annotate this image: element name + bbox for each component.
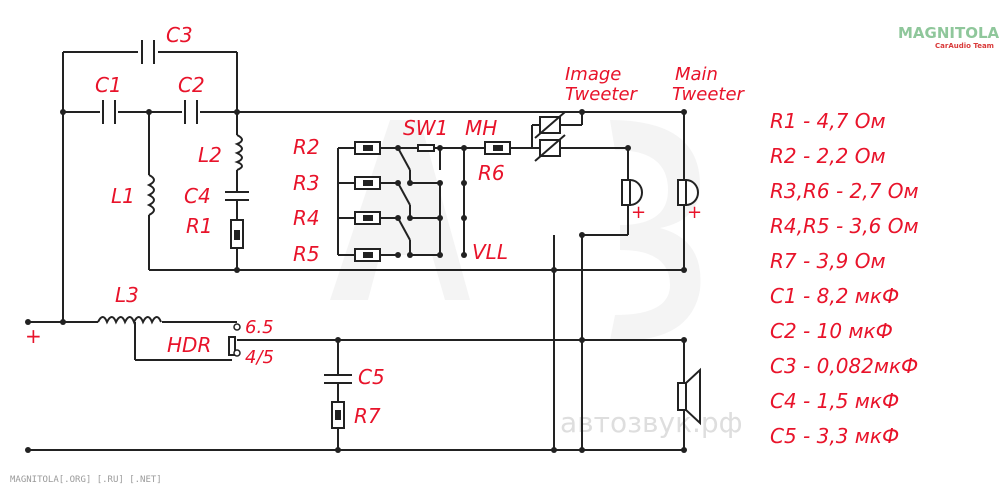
capacitor-c5: [324, 374, 352, 384]
resistor-r2: [354, 141, 381, 155]
inductor-l1: [146, 174, 155, 216]
wires: [28, 51, 685, 451]
label-r1: R1: [186, 214, 213, 238]
capacitor-c2: [184, 100, 198, 124]
capacitor-c3: [141, 40, 155, 64]
label-main-tweeter-1: Main: [675, 64, 718, 85]
label-main-tweeter-2: Tweeter: [672, 84, 746, 105]
image-tweeter-icon: [621, 178, 643, 207]
capacitor-c1: [102, 100, 116, 124]
component-labels: C3 C1 C2 L2 L1 C4 R1 R2 R3 R4 R5 SW1 MH …: [25, 23, 746, 428]
label-c4: C4: [184, 184, 211, 208]
value-line: R1 - 4,7 Ом: [770, 109, 886, 133]
value-line: C1 - 8,2 мкФ: [770, 284, 899, 308]
label-r4: R4: [293, 206, 320, 230]
label-plus-image-tweeter: +: [631, 202, 646, 223]
label-mh: MH: [465, 116, 497, 140]
svg-text:MAGNITOLA: MAGNITOLA: [898, 24, 1000, 42]
resistor-r6: [484, 141, 511, 155]
component-values: R1 - 4,7 Ом R2 - 2,2 Ом R3,R6 - 2,7 Ом R…: [770, 109, 919, 448]
switch-sw1: [417, 144, 435, 152]
svg-text:CarAudio Team: CarAudio Team: [935, 42, 994, 50]
value-line: R7 - 3,9 Ом: [770, 249, 886, 273]
label-image-tweeter-2: Tweeter: [565, 84, 639, 105]
resistor-r3: [354, 176, 381, 190]
ptc-image-tweeter: [534, 111, 566, 139]
label-sw1: SW1: [403, 116, 448, 140]
label-r6: R6: [478, 161, 505, 185]
label-c5: C5: [358, 365, 385, 389]
value-line: R4,R5 - 3,6 Ом: [770, 214, 919, 238]
value-line: R3,R6 - 2,7 Ом: [770, 179, 919, 203]
label-hdr-bot: 4/5: [245, 347, 274, 368]
value-line: C3 - 0,082мкФ: [770, 354, 918, 378]
value-line: C2 - 10 мкФ: [770, 319, 893, 343]
label-r3: R3: [293, 171, 320, 195]
label-plus-main-tweeter: +: [687, 202, 702, 223]
label-hdr-top: 6.5: [245, 317, 274, 338]
label-c3: C3: [166, 23, 193, 47]
inductor-l2: [234, 134, 243, 171]
value-line: C4 - 1,5 мкФ: [770, 389, 899, 413]
value-line: C5 - 3,3 мкФ: [770, 424, 899, 448]
main-tweeter-icon: [677, 178, 699, 207]
label-c1: C1: [95, 73, 122, 97]
footer-text: MAGNITOLA[.ORG] [.RU] [.NET]: [10, 475, 162, 485]
watermark-site: автозвук.рф: [560, 406, 743, 439]
label-l3: L3: [115, 283, 139, 307]
resistor-r5: [354, 248, 381, 262]
resistor-r7: [331, 401, 345, 429]
label-r7: R7: [354, 404, 381, 428]
value-line: R2 - 2,2 Ом: [770, 144, 886, 168]
capacitor-c4: [225, 191, 249, 201]
label-c2: C2: [178, 73, 205, 97]
label-image-tweeter-1: Image: [565, 64, 621, 85]
junction-dots: [25, 109, 687, 453]
logo: MAGNITOLA CarAudio Team: [898, 24, 1000, 50]
resistor-r1: [230, 219, 244, 249]
woofer-icon: [677, 367, 701, 426]
label-vll: VLL: [472, 240, 508, 264]
resistor-r4: [354, 211, 381, 225]
inductor-l3: [97, 316, 162, 325]
ptc-main-tweeter: [534, 134, 566, 162]
label-plus-input: +: [25, 324, 42, 348]
label-hdr: HDR: [167, 333, 211, 357]
label-l1: L1: [111, 184, 135, 208]
label-r2: R2: [293, 135, 320, 159]
label-r5: R5: [293, 242, 320, 266]
label-l2: L2: [198, 143, 222, 167]
hdr-jumper: [228, 323, 241, 357]
